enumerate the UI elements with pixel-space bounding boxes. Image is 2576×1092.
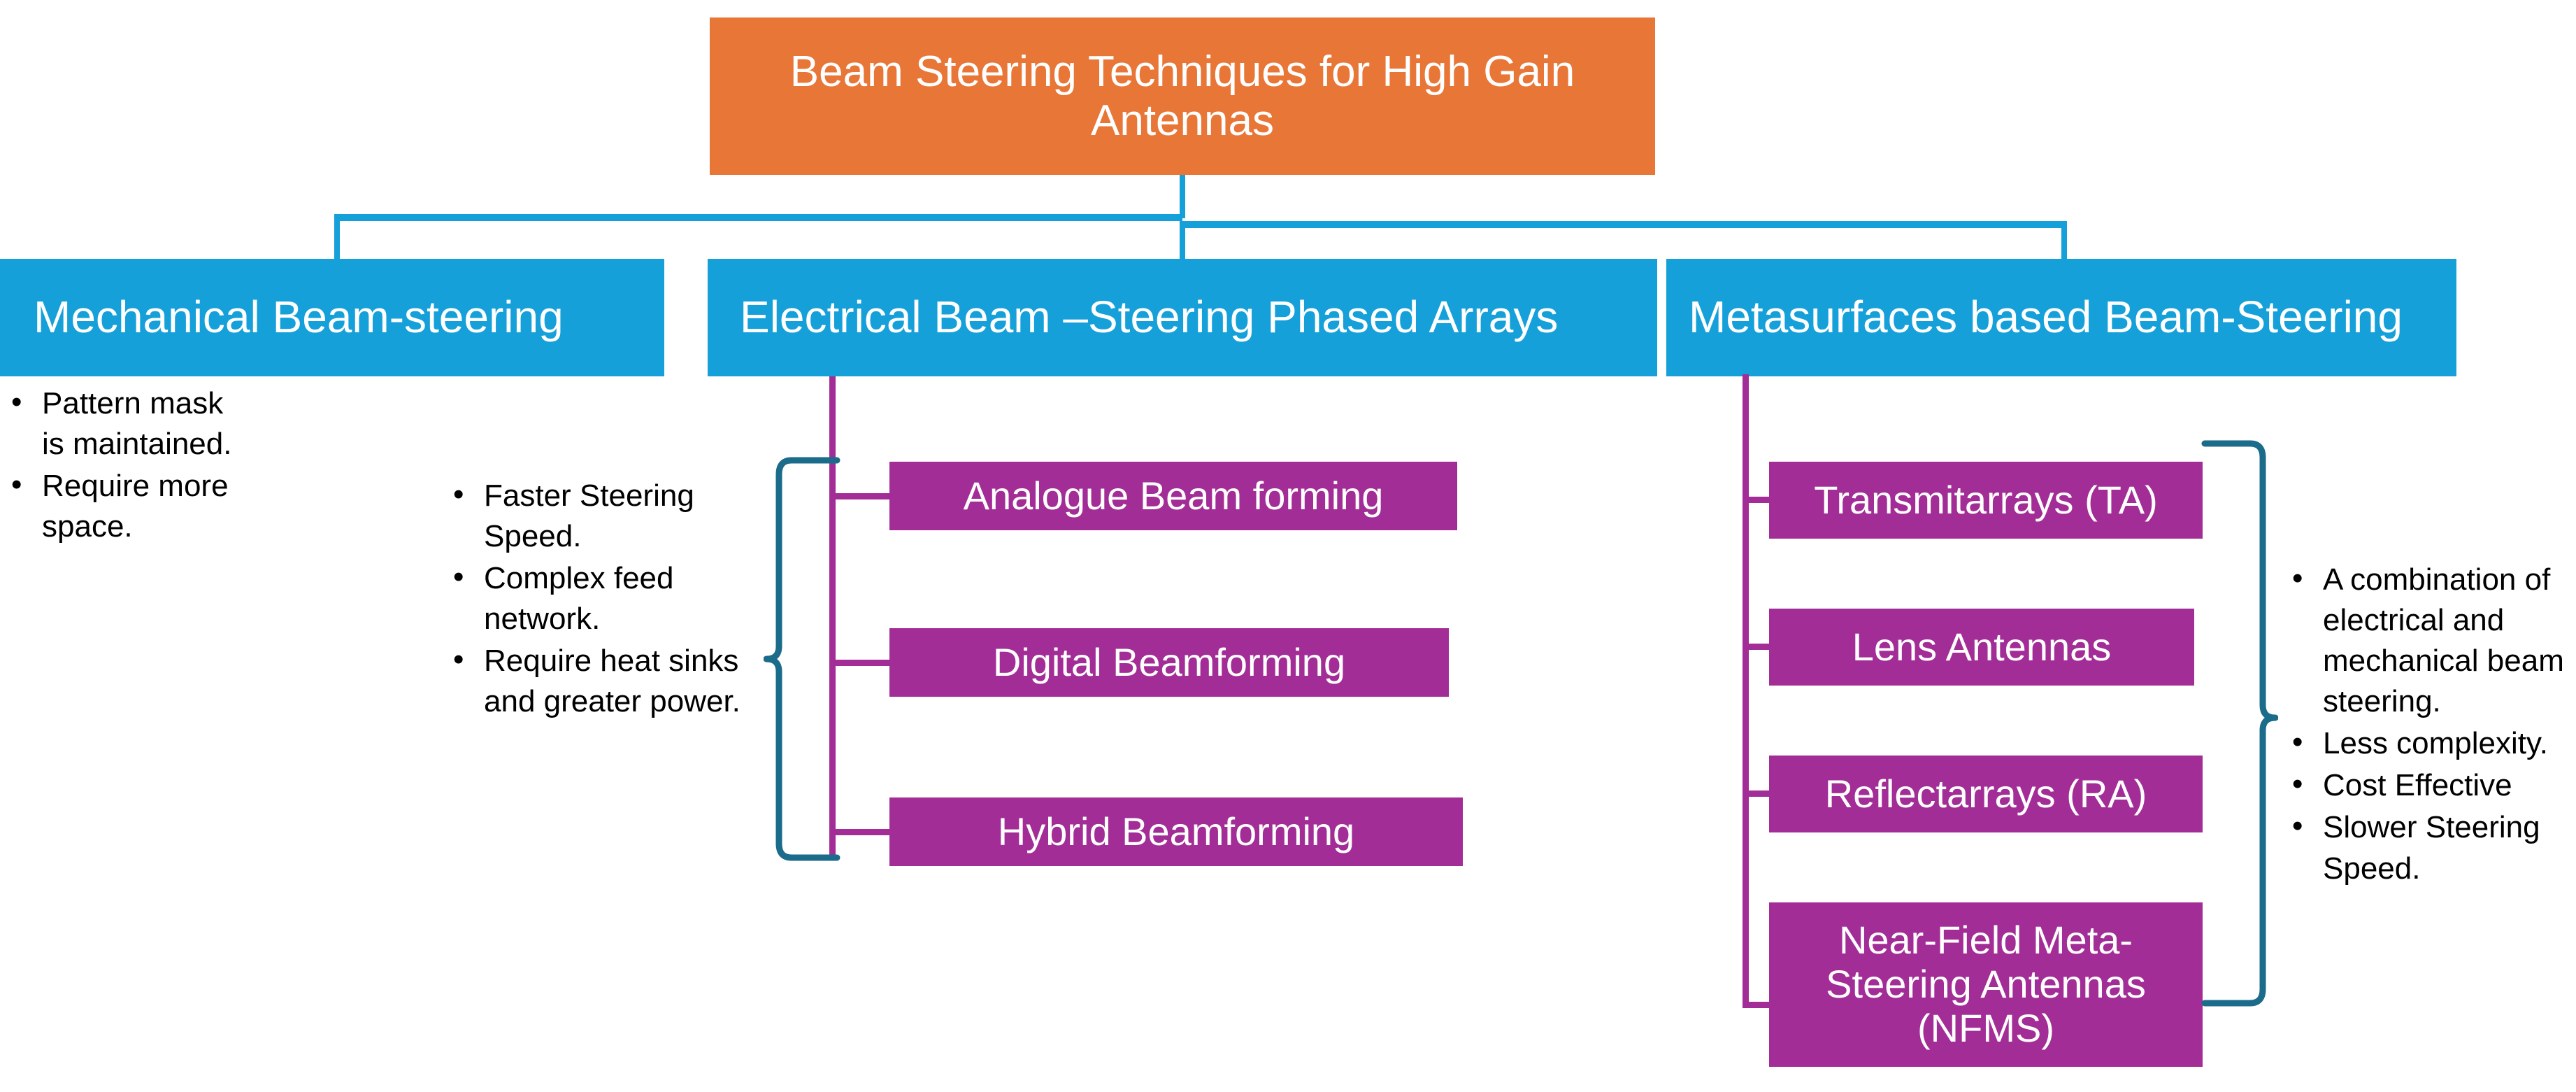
category-mechanical-beam-steering[interactable]: Mechanical Beam-steering	[0, 259, 664, 376]
spine-metasurface	[1743, 374, 1749, 1007]
stub-lens-antennas	[1743, 644, 1772, 650]
leaf-transmitarrays[interactable]: Transmitarrays (TA)	[1769, 462, 2203, 539]
leaf-analogue-beam-forming[interactable]: Analogue Beam forming	[889, 462, 1457, 530]
stub-reflectarrays	[1743, 790, 1772, 797]
connector-drop-mechanical	[334, 214, 340, 259]
leaf-near-field-meta-steering-antennas[interactable]: Near-Field Meta-Steering Antennas (NFMS)	[1769, 902, 2203, 1067]
connector-hbar-left	[334, 214, 1182, 221]
stub-hybrid-beamforming	[829, 829, 892, 835]
leaf-lens-antennas[interactable]: Lens Antennas	[1769, 609, 2194, 686]
list-item: Less complexity.	[2292, 722, 2576, 764]
notes-electrical: Faster Steering Speed. Complex feed netw…	[448, 474, 776, 723]
list-item: Pattern mask is maintained.	[11, 382, 236, 465]
notes-electrical-list: Faster Steering Speed. Complex feed netw…	[448, 474, 776, 722]
root-node-beam-steering-techniques[interactable]: Beam Steering Techniques for High Gain A…	[710, 17, 1655, 175]
list-item: Require more space.	[11, 465, 236, 547]
leaf-reflectarrays[interactable]: Reflectarrays (RA)	[1769, 756, 2203, 832]
list-item: Complex feed network.	[453, 557, 776, 639]
curly-brace-right-icon	[2201, 440, 2278, 1007]
connector-trunk	[1180, 175, 1185, 218]
list-item: A combination of electrical and mechanic…	[2292, 558, 2576, 722]
list-item: Slower Steering Speed.	[2292, 806, 2576, 888]
stub-analogue-beam-forming	[829, 493, 892, 499]
category-electrical-beam-steering-phased-arrays[interactable]: Electrical Beam –Steering Phased Arrays	[708, 259, 1657, 376]
notes-mechanical-list: Pattern mask is maintained. Require more…	[6, 382, 236, 547]
notes-metasurface-list: A combination of electrical and mechanic…	[2287, 558, 2576, 889]
leaf-hybrid-beamforming[interactable]: Hybrid Beamforming	[889, 797, 1463, 866]
list-item: Cost Effective	[2292, 764, 2576, 806]
stub-near-field-meta-steering	[1743, 1002, 1772, 1008]
stub-digital-beamforming	[829, 660, 892, 666]
connector-drop-metasurface	[2061, 221, 2067, 259]
list-item: Faster Steering Speed.	[453, 474, 776, 557]
notes-mechanical: Pattern mask is maintained. Require more…	[6, 382, 236, 548]
connector-hbar-right	[1180, 221, 2067, 228]
leaf-digital-beamforming[interactable]: Digital Beamforming	[889, 628, 1449, 697]
list-item: Require heat sinks and greater power.	[453, 639, 776, 722]
stub-transmitarrays	[1743, 497, 1772, 503]
connector-drop-electrical	[1180, 221, 1185, 259]
category-metasurfaces-based-beam-steering[interactable]: Metasurfaces based Beam-Steering	[1666, 259, 2456, 376]
notes-metasurface: A combination of electrical and mechanic…	[2287, 558, 2576, 891]
spine-electrical	[829, 376, 836, 859]
